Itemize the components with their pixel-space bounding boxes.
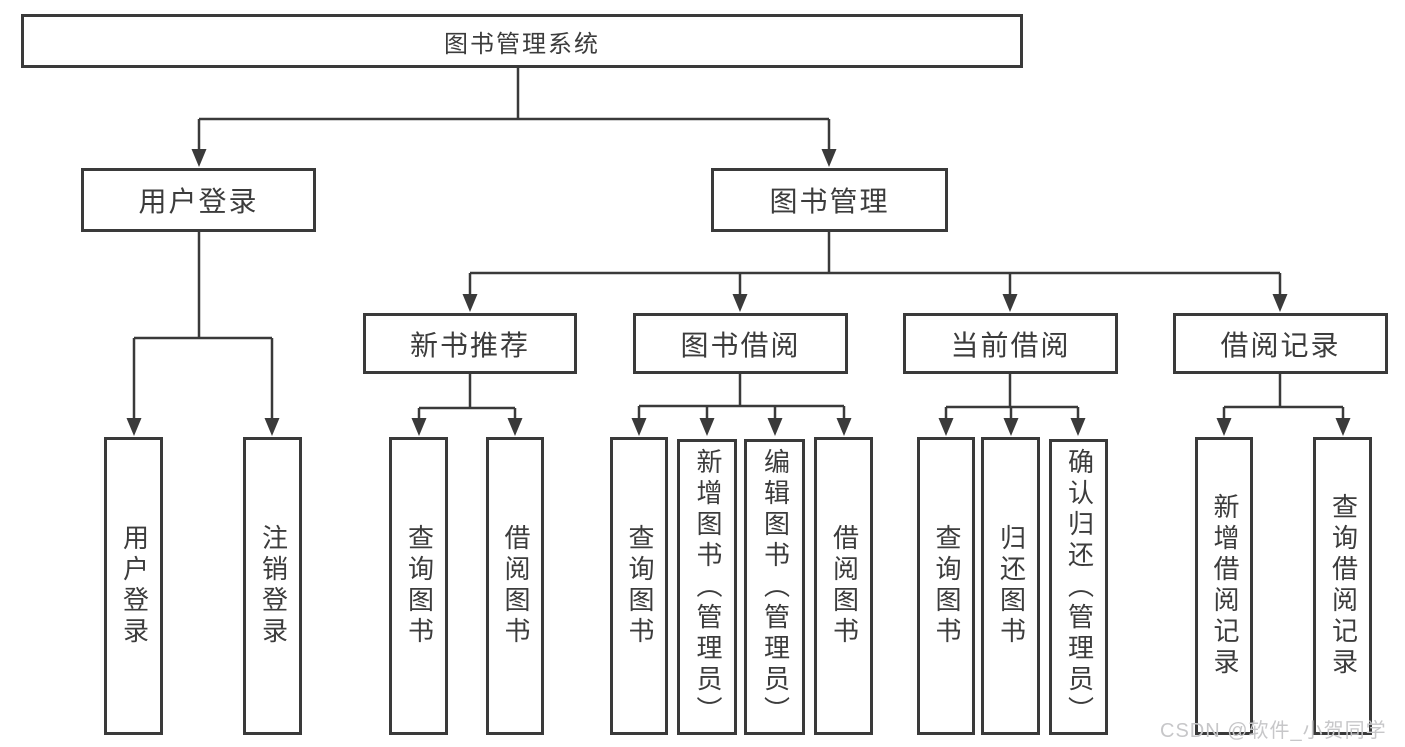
wire-root-to-level2	[197, 67, 831, 150]
leaf-borrow-books: 借阅图书	[814, 437, 873, 735]
leaf-edit-books-admin: 编辑图书（管理员）	[744, 439, 805, 735]
node-borrow-records: 借阅记录	[1173, 313, 1388, 374]
node-new-book-recommend: 新书推荐	[363, 313, 577, 374]
leaf-borrow-query-books: 查询图书	[610, 437, 668, 735]
node-user-login-label: 用户登录	[138, 186, 259, 217]
wire-login-to-leaves	[132, 231, 274, 419]
node-book-management-label: 图书管理	[769, 186, 890, 217]
wire-mgmt-to-level3	[468, 231, 1282, 295]
leaf-confirm-return-admin: 确认归还（管理员）	[1049, 439, 1108, 735]
leaf-user-login: 用户登录	[104, 437, 163, 735]
arrowheads	[126, 149, 1351, 436]
node-book-management: 图书管理	[711, 168, 948, 232]
node-current-borrow-label: 当前借阅	[950, 329, 1071, 361]
leaf-current-query-books: 查询图书	[917, 437, 975, 735]
wire-borrow-to-leaves	[637, 373, 846, 419]
node-borrow-records-label: 借阅记录	[1220, 329, 1341, 361]
wire-recommend-to-leaves	[417, 372, 517, 419]
leaf-return-books: 归还图书	[981, 437, 1040, 735]
node-book-borrow: 图书借阅	[633, 313, 848, 374]
wire-records-to-leaves	[1222, 372, 1345, 419]
leaf-add-books-admin: 新增图书（管理员）	[677, 439, 737, 735]
node-new-book-recommend-label: 新书推荐	[409, 329, 530, 361]
leaf-add-borrow-record: 新增借阅记录	[1195, 437, 1253, 735]
leaf-logout: 注销登录	[243, 437, 302, 735]
node-book-borrow-label: 图书借阅	[680, 329, 801, 361]
node-current-borrow: 当前借阅	[903, 313, 1118, 374]
leaf-recommend-query-books: 查询图书	[389, 437, 448, 735]
leaf-recommend-borrow-books: 借阅图书	[486, 437, 544, 735]
node-library-system: 图书管理系统	[21, 14, 1023, 68]
node-library-system-label: 图书管理系统	[444, 30, 600, 58]
wire-current-to-leaves	[944, 372, 1080, 419]
leaf-query-borrow-record: 查询借阅记录	[1313, 437, 1372, 735]
node-user-login: 用户登录	[81, 168, 316, 232]
